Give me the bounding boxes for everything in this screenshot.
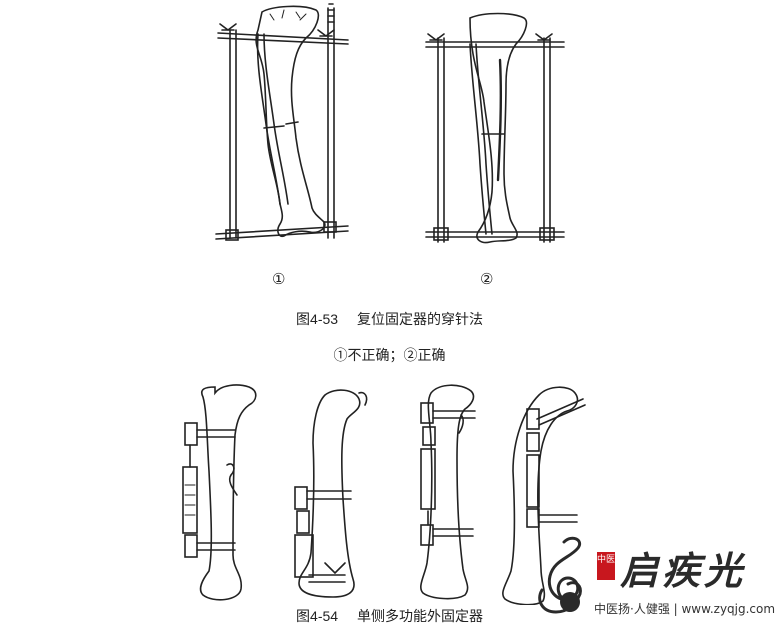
watermark-seal: 中医 xyxy=(597,552,615,580)
femur-3-fixator xyxy=(420,384,476,600)
panel-2-correct-frame xyxy=(425,12,565,244)
figure-4-54-caption: 图4-54 单侧多功能外固定器 xyxy=(0,606,779,626)
caption-text-2: 单侧多功能外固定器 xyxy=(356,609,483,625)
figure-4-53-illustration xyxy=(215,3,565,244)
caption-number-2: 图4-54 xyxy=(296,608,339,624)
watermark-subtitle: 中医扬·人健强 | www.zyqjg.com xyxy=(594,602,776,616)
watermark-title: 启疾光 xyxy=(620,548,747,593)
femur-1-fixator xyxy=(182,384,257,601)
femur-4-fixator xyxy=(502,386,586,605)
caption-number: 图4-53 xyxy=(296,311,339,327)
panel-1-incorrect-frame xyxy=(215,3,349,241)
panel-label-1: ① xyxy=(272,270,286,288)
figure-4-53-caption: 图4-53 复位固定器的穿针法 xyxy=(0,309,779,329)
panel-label-2: ② xyxy=(480,270,494,288)
figure-4-53-subcaption: ①不正确；②正确 xyxy=(333,348,446,364)
femur-2-fixator xyxy=(294,389,368,598)
figure-4-54-illustration xyxy=(182,384,586,605)
caption-text: 复位固定器的穿针法 xyxy=(356,312,483,328)
watermark-logo-icon xyxy=(538,536,582,614)
